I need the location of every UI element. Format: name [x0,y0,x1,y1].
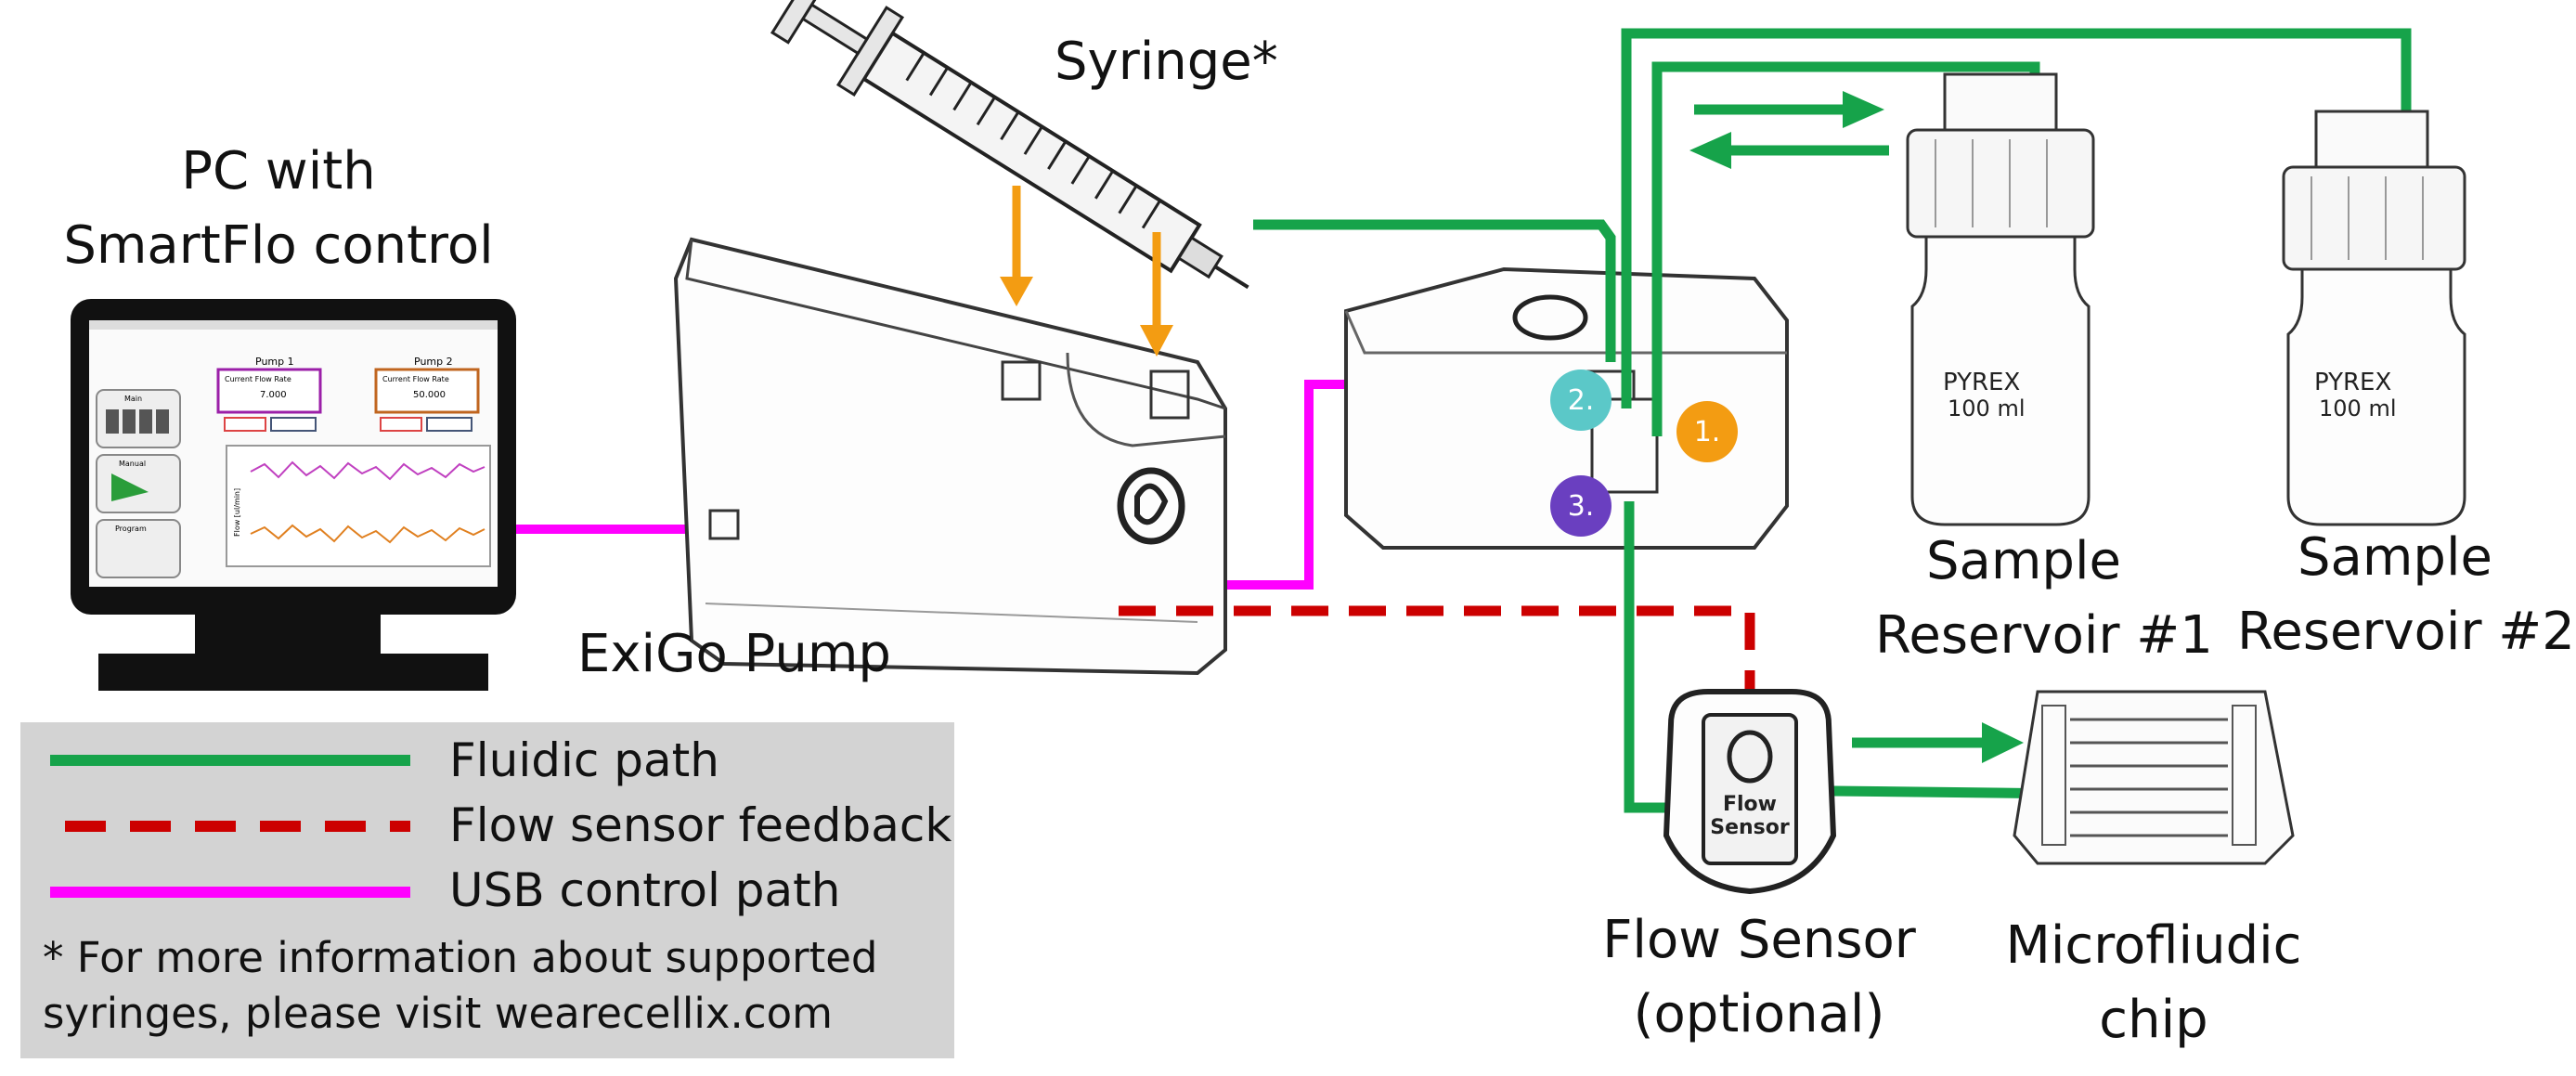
syringe-insert-arrows [1000,186,1173,357]
microfluidic-chip [2013,690,2295,865]
manual-nav-label: Manual [119,460,146,468]
flow-sensor-label-line1: Flow Sensor [1602,910,1916,970]
valve-position-badge-1: 1. [1676,401,1738,462]
reservoir1-volume: 100 ml [1948,395,2025,421]
sample-reservoir-1: PYREX 100 ml [1906,72,2095,526]
sensor-logo-icon [1727,730,1773,784]
syringe [770,0,1249,290]
pump-label: ExiGo Pump [577,624,891,684]
valve-position-badge-3: 3. [1550,475,1612,537]
pump2-title: Pump 2 [414,356,453,368]
legend-label-fluidic: Fluidic path [449,733,719,787]
pump1-title: Pump 1 [255,356,294,368]
reservoir2-label-line1: Sample [2298,527,2492,588]
sensor-device-label-1: Flow [1723,793,1777,816]
pump1-rate-value: 7.000 [260,390,287,400]
pump2-rate-value: 50.000 [413,390,446,400]
chip-label-line2: chip [2099,990,2208,1050]
reservoir2-brand: PYREX [2314,369,2391,396]
legend-label-feedback: Flow sensor feedback [449,798,952,852]
pc-label-line2: SmartFlo control [63,215,494,276]
sample-reservoir-2: PYREX 100 ml [2282,110,2466,526]
reservoir2-label-line2: Reservoir #2 [2237,602,2575,662]
legend: Fluidic path Flow sensor feedback USB co… [20,722,954,1058]
reservoir1-brand: PYREX [1943,369,2020,396]
cellix-logo-icon [1117,467,1185,545]
legend-footnote-line1: * For more information about supported [43,933,878,982]
syringe-label: Syringe* [1055,32,1278,92]
usb-cable-pump-to-valve [1207,380,1346,590]
reservoir2-volume: 100 ml [2319,395,2396,421]
chip-label-line1: Microfliudic [2005,915,2302,976]
legend-label-usb: USB control path [449,863,841,917]
sensor-device-label-2: Sensor [1710,816,1790,839]
reservoir1-label-line2: Reservoir #1 [1875,605,2213,666]
pc-label-line1: PC with [181,141,376,201]
reservoir1-label-line1: Sample [1926,531,2121,591]
exigo-pump [673,237,1227,676]
pc-monitor: Pump 1 Pump 2 Current Flow Rate Current … [71,299,516,691]
pump1-rate-label: Current Flow Rate [225,375,291,383]
program-nav-label: Program [115,525,147,533]
legend-swatches [50,755,410,898]
smartflo-screen: Pump 1 Pump 2 Current Flow Rate Current … [89,320,498,578]
flow-sensor-device: Flow Sensor [1663,689,1837,895]
flow-direction-arrow-chip [1852,722,2024,763]
pump2-rate-label: Current Flow Rate [382,375,449,383]
flow-direction-arrows-reservoir1 [1689,91,1889,169]
legend-footnote-line2: syringes, please visit wearecellix.com [43,989,833,1038]
graph-y-label: Flow [ul/min] [233,488,241,537]
valve-position-badge-2: 2. [1550,369,1612,431]
main-nav-label: Main [124,395,142,403]
flow-sensor-label-line2: (optional) [1633,984,1885,1044]
fluidic-path-syringe-to-valve [1253,219,1616,362]
flow-sensor-feedback-line [1119,605,1755,715]
